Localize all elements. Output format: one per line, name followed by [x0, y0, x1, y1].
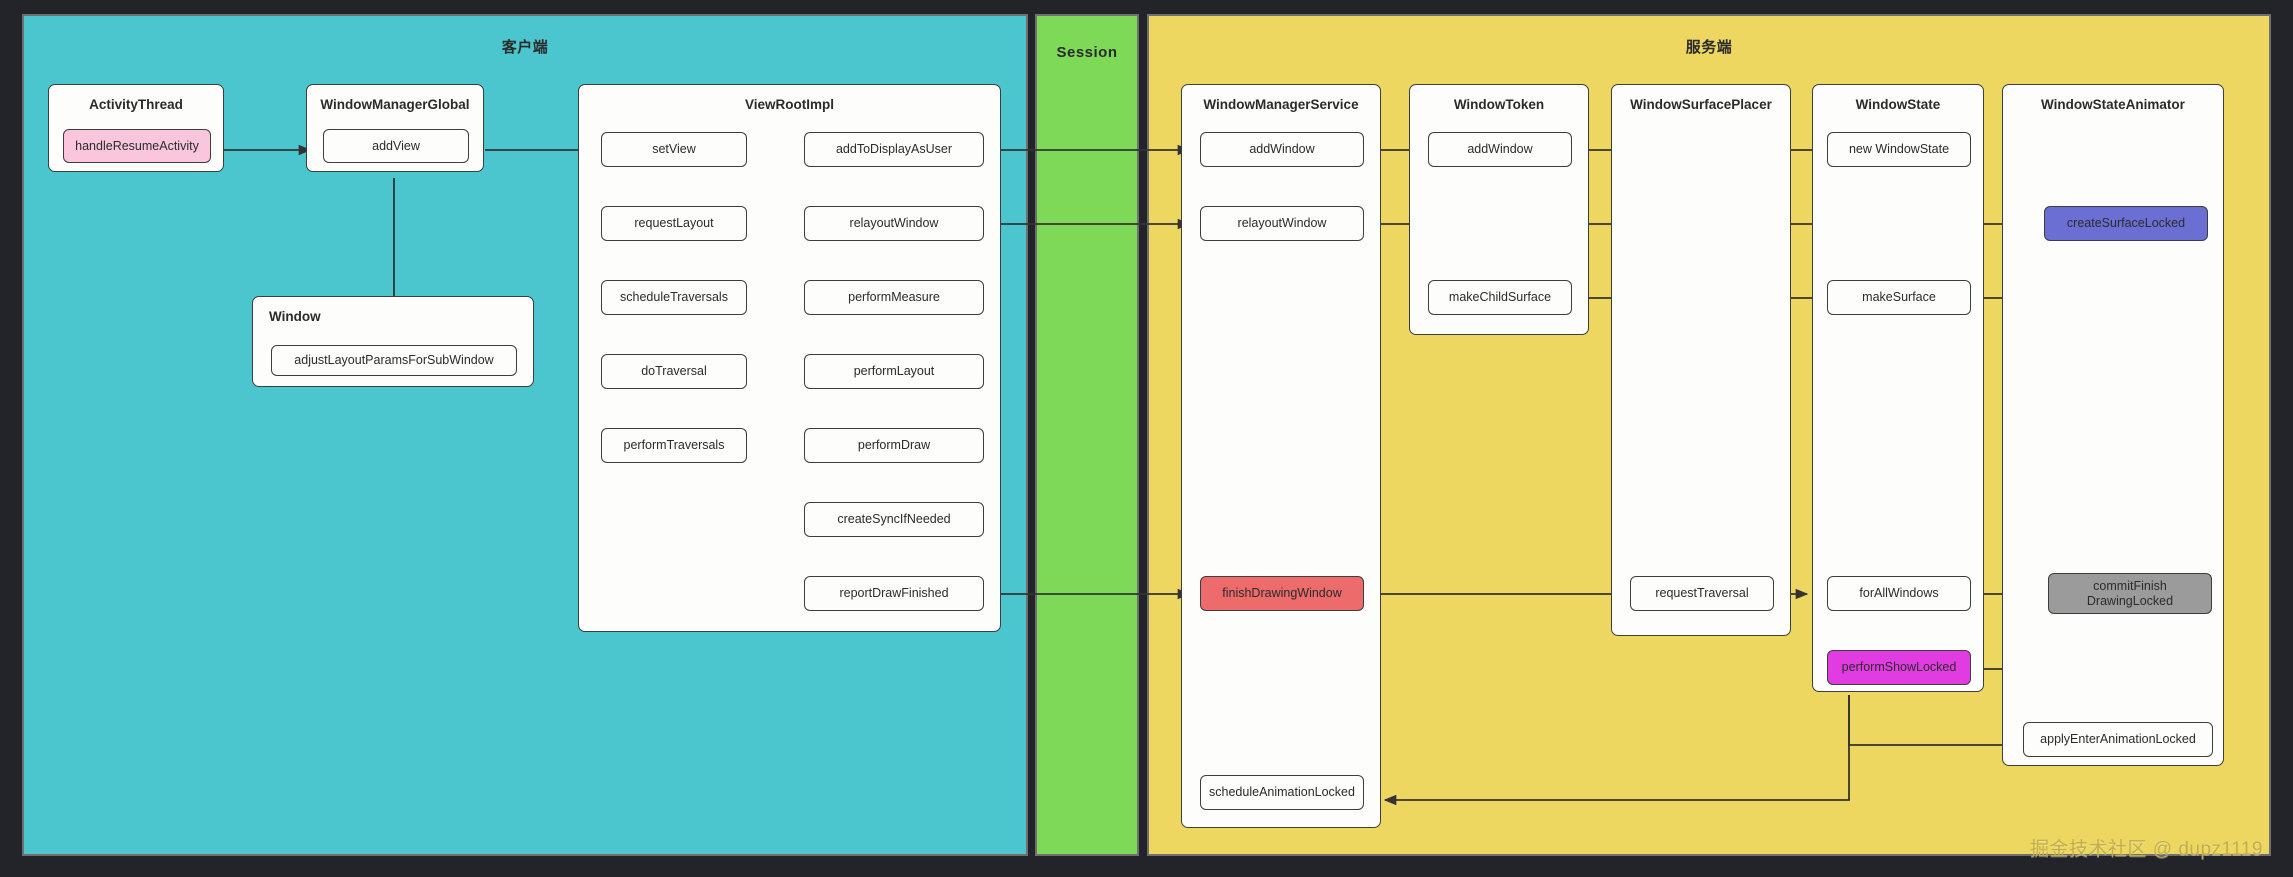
class-box-window-manager-service: WindowManagerService addWindow relayoutW… — [1181, 84, 1381, 828]
class-box-window: Window adjustLayoutParamsForSubWindow — [252, 296, 534, 387]
class-title-activity-thread: ActivityThread — [89, 97, 183, 112]
node-add-view[interactable]: addView — [323, 129, 469, 163]
class-title-view-root-impl: ViewRootImpl — [744, 97, 834, 112]
class-title-window-state: WindowState — [1855, 97, 1941, 112]
node-relayout-window-client[interactable]: relayoutWindow — [804, 206, 984, 241]
node-make-child-surface[interactable]: makeChildSurface — [1428, 280, 1572, 315]
class-box-window-state: WindowState new WindowState makeSurface … — [1812, 84, 1984, 692]
node-perform-traversals[interactable]: performTraversals — [601, 428, 747, 463]
node-make-surface[interactable]: makeSurface — [1827, 280, 1971, 315]
node-adjust-layout-params-for-sub-window[interactable]: adjustLayoutParamsForSubWindow — [271, 345, 517, 376]
class-box-window-token: WindowToken addWindow makeChildSurface — [1409, 84, 1589, 335]
class-box-activity-thread: ActivityThread handleResumeActivity — [48, 84, 224, 172]
node-wms-add-window[interactable]: addWindow — [1200, 132, 1364, 167]
class-box-view-root-impl: ViewRootImpl setView requestLayout sched… — [578, 84, 1001, 632]
class-box-window-manager-global: WindowManagerGlobal addView — [306, 84, 484, 172]
node-request-traversal[interactable]: requestTraversal — [1630, 576, 1774, 611]
node-handle-resume-activity[interactable]: handleResumeActivity — [63, 129, 211, 163]
node-perform-layout[interactable]: performLayout — [804, 354, 984, 389]
node-apply-enter-animation-locked[interactable]: applyEnterAnimationLocked — [2023, 722, 2213, 757]
watermark-label: 掘金技术社区 @ dupz1119 — [2030, 839, 2263, 860]
node-token-add-window[interactable]: addWindow — [1428, 132, 1572, 167]
node-perform-show-locked[interactable]: performShowLocked — [1827, 650, 1971, 685]
node-create-surface-locked[interactable]: createSurfaceLocked — [2044, 206, 2208, 241]
node-new-window-state[interactable]: new WindowState — [1827, 132, 1971, 167]
node-report-draw-finished[interactable]: reportDrawFinished — [804, 576, 984, 611]
node-add-to-display-as-user[interactable]: addToDisplayAsUser — [804, 132, 984, 167]
class-box-window-surface-placer: WindowSurfacePlacer requestTraversal — [1611, 84, 1791, 636]
swimlane-server-label: 服务端 — [1685, 39, 1733, 56]
node-wms-relayout-window[interactable]: relayoutWindow — [1200, 206, 1364, 241]
node-schedule-animation-locked[interactable]: scheduleAnimationLocked — [1200, 775, 1364, 810]
class-title-window-state-animator: WindowStateAnimator — [2041, 97, 2185, 112]
node-do-traversal[interactable]: doTraversal — [601, 354, 747, 389]
swimlane-session: Session — [1035, 14, 1139, 856]
node-request-layout[interactable]: requestLayout — [601, 206, 747, 241]
node-schedule-traversals[interactable]: scheduleTraversals — [601, 280, 747, 315]
node-commit-finish-drawing-locked[interactable]: commitFinish DrawingLocked — [2048, 573, 2212, 614]
node-for-all-windows[interactable]: forAllWindows — [1827, 576, 1971, 611]
class-box-window-state-animator: WindowStateAnimator createSurfaceLocked … — [2002, 84, 2224, 766]
swimlane-client-label: 客户端 — [501, 39, 549, 56]
node-perform-measure[interactable]: performMeasure — [804, 280, 984, 315]
class-title-window: Window — [269, 309, 321, 324]
swimlane-session-label: Session — [1056, 44, 1118, 61]
node-create-sync-if-needed[interactable]: createSyncIfNeeded — [804, 502, 984, 537]
class-title-window-manager-global: WindowManagerGlobal — [320, 97, 470, 112]
node-finish-drawing-window[interactable]: finishDrawingWindow — [1200, 576, 1364, 611]
class-title-window-token: WindowToken — [1453, 97, 1545, 112]
node-set-view[interactable]: setView — [601, 132, 747, 167]
class-title-window-surface-placer: WindowSurfacePlacer — [1630, 97, 1772, 112]
node-perform-draw[interactable]: performDraw — [804, 428, 984, 463]
class-title-window-manager-service: WindowManagerService — [1203, 97, 1359, 112]
